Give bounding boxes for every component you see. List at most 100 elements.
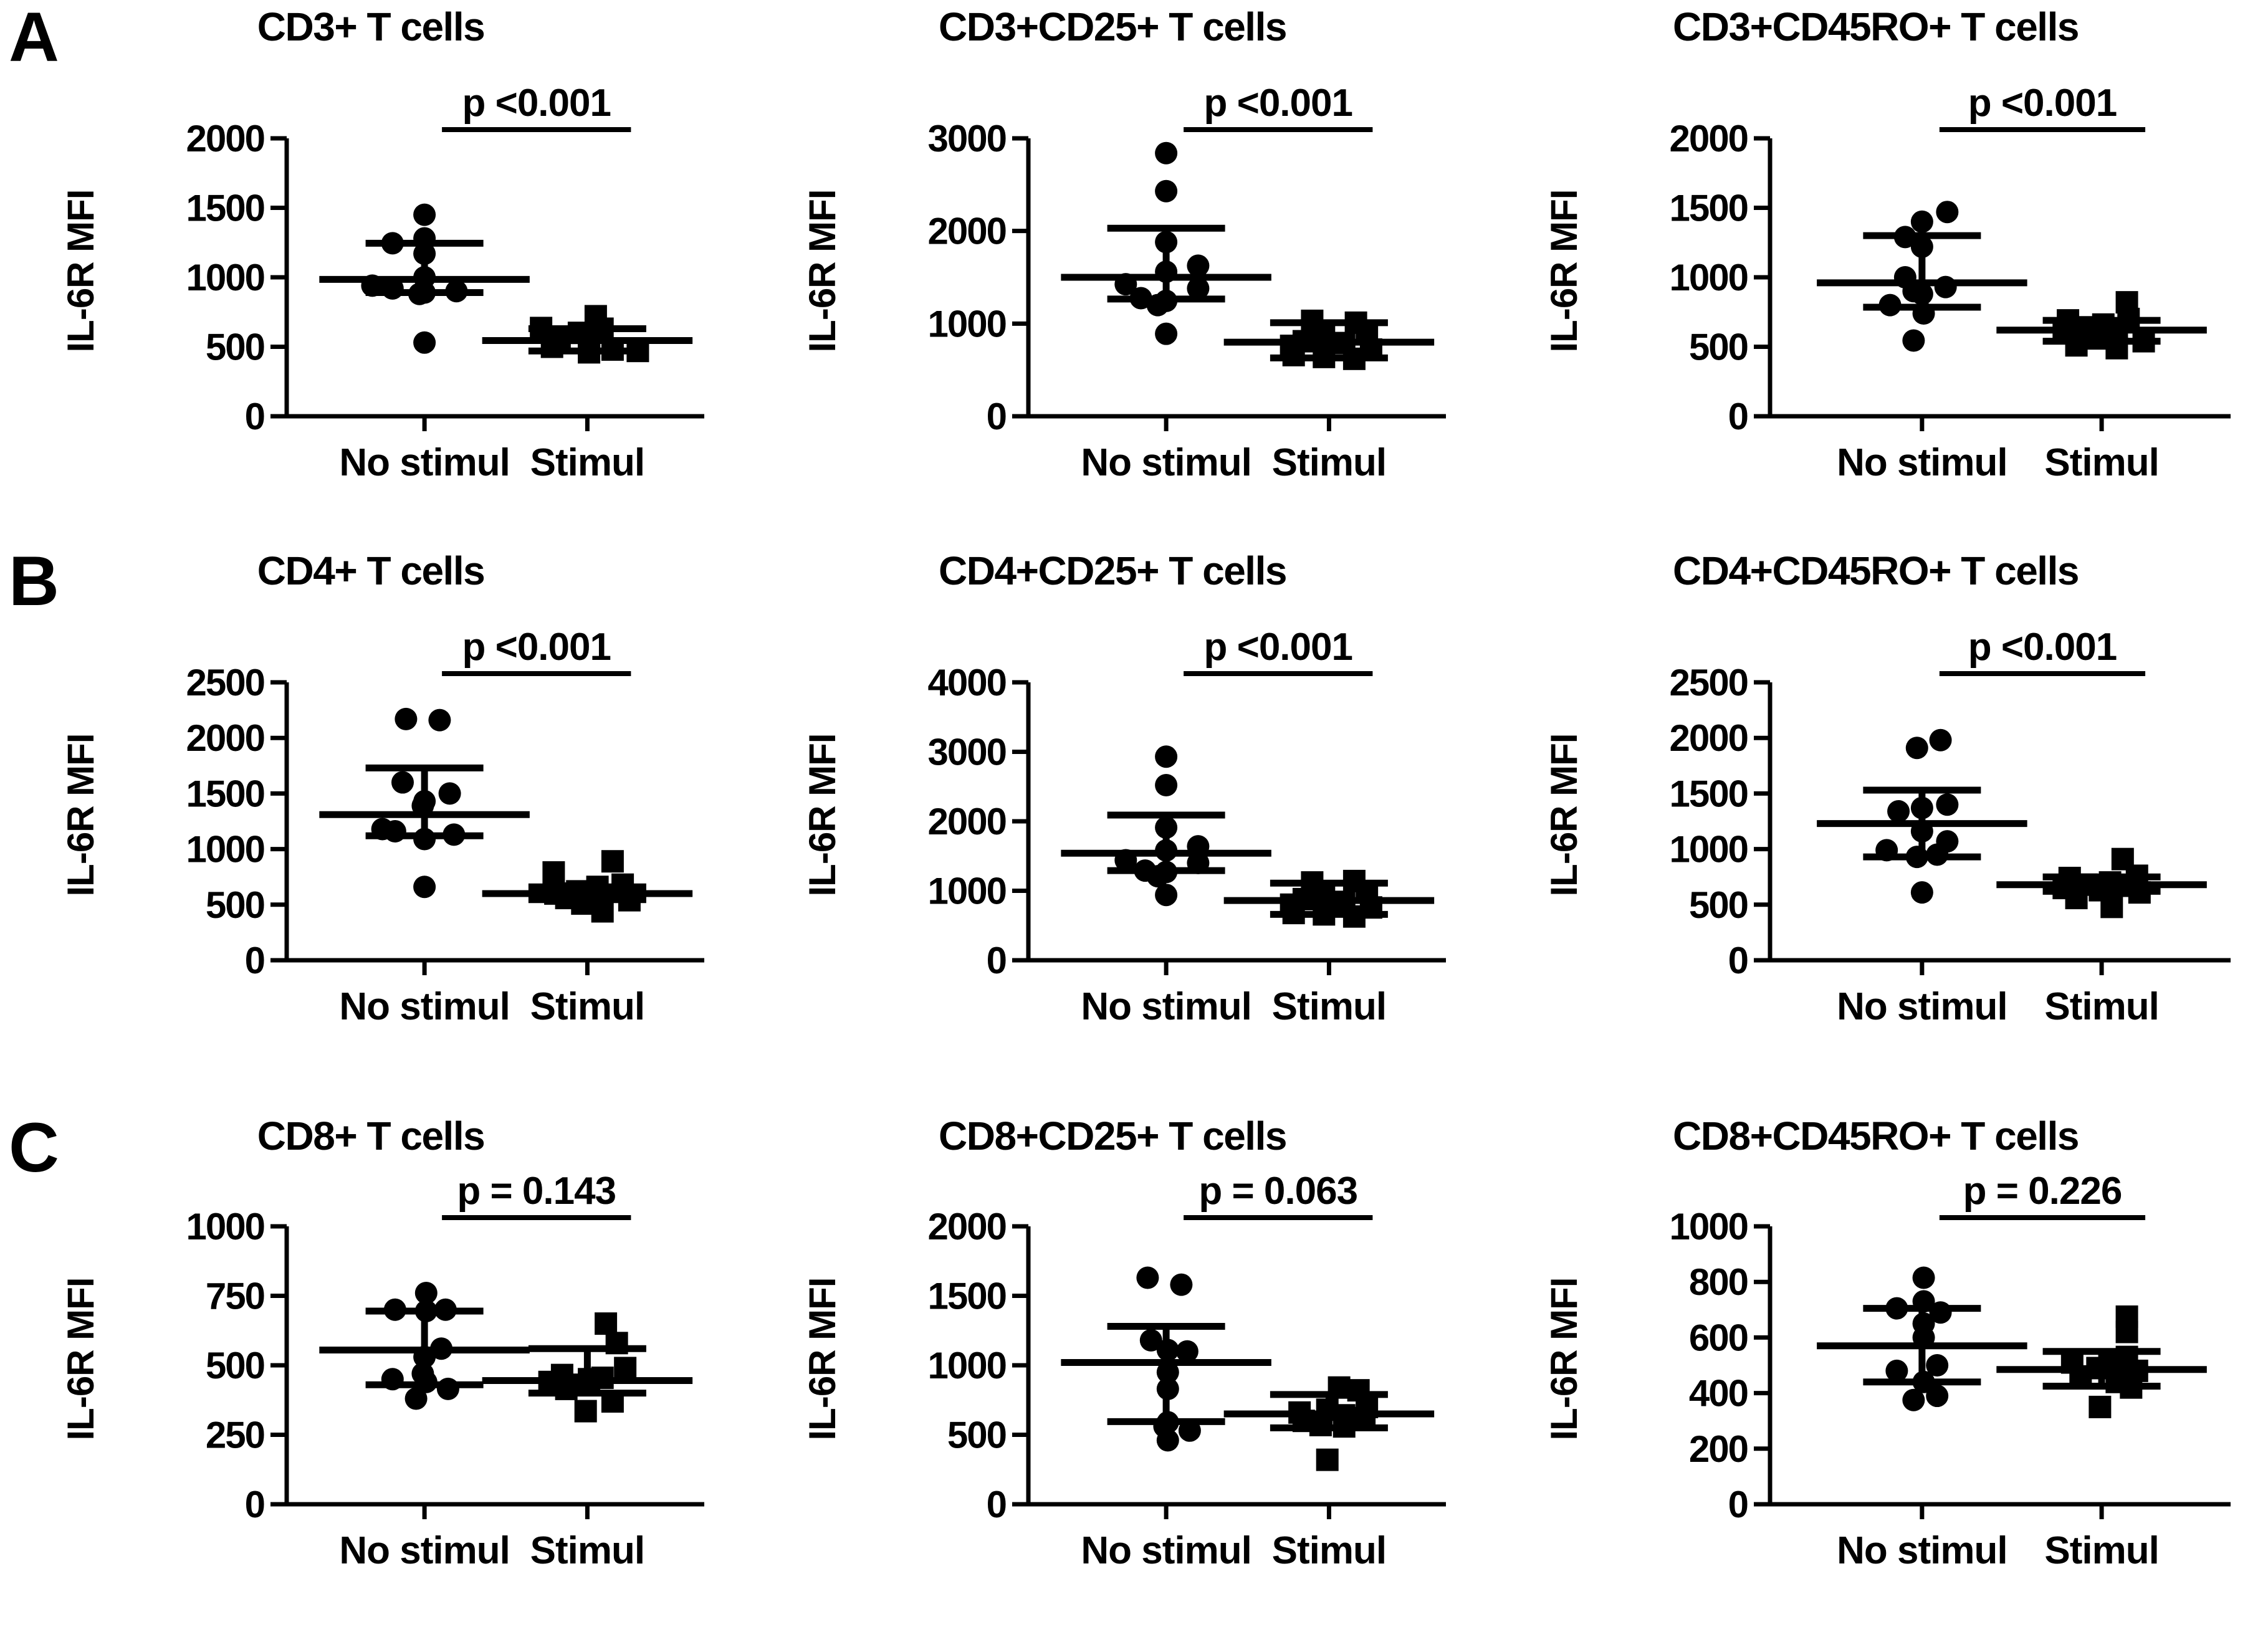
y-axis-tick-label: 1000 [928,303,1006,345]
y-axis-title: IL-6R MFI [60,1278,102,1441]
axis-lines [1768,138,2231,419]
category-label: No stimul [1081,441,1251,484]
data-point-square [1313,903,1336,926]
data-point-circle [445,280,468,303]
data-point-square [1309,1413,1332,1436]
data-point-circle [1129,287,1152,310]
p-value-label: p <0.001 [462,626,611,669]
data-point-circle [1155,816,1178,839]
data-point-square [555,1377,578,1400]
data-point-circle [413,242,436,265]
y-axis-tick-label: 2000 [1670,717,1748,759]
y-axis-title: IL-6R MFI [1543,190,1585,353]
data-point-circle [1155,774,1178,797]
data-point-circle [1155,179,1178,203]
category-label: Stimul [1272,441,1386,484]
data-point-circle [1929,1301,1952,1324]
category-label: No stimul [1081,985,1251,1028]
data-point-square [2115,1320,2138,1343]
y-axis-tick-label: 0 [245,1484,264,1525]
data-point-circle [1187,254,1210,277]
data-point-circle [438,782,461,805]
data-point-circle [1910,210,1933,233]
y-axis-tick-label: 1000 [928,1345,1006,1386]
y-axis-tick-label: 1000 [186,1206,264,1248]
data-point-circle [1910,796,1933,819]
data-point-square [595,1312,618,1335]
data-point-circle [443,823,466,846]
panel-title: CD8+CD25+ T cells [939,1114,1287,1158]
category-label: Stimul [530,1529,644,1572]
data-point-circle [361,274,384,297]
y-axis-tick-label: 2500 [1670,662,1748,704]
y-axis-tick-label: 2000 [186,717,264,759]
data-point-circle [1155,231,1178,254]
axis-lines [1026,682,1446,963]
data-point-square [1328,1376,1351,1399]
p-value-label: p = 0.143 [457,1170,616,1213]
data-point-circle [414,1300,438,1323]
data-point-square [1342,347,1366,370]
category-label: Stimul [1272,1529,1386,1572]
data-point-circle [413,876,436,899]
data-point-square [618,889,641,912]
y-axis-tick-label: 1000 [1670,829,1748,871]
y-axis-tick-label: 400 [1689,1373,1748,1415]
category-label: Stimul [2044,441,2158,484]
data-point-square [1313,883,1336,906]
data-point-circle [383,1298,406,1321]
category-label: No stimul [339,1529,509,1572]
y-axis-tick-label: 250 [206,1415,264,1456]
panel-title: CD8+ T cells [257,1114,486,1158]
category-label: No stimul [1837,441,2007,484]
y-axis-tick-label: 500 [1689,327,1748,368]
panel-title: CD3+ T cells [257,4,486,49]
data-point-circle [1187,835,1210,858]
y-axis-tick-label: 0 [1728,1484,1748,1525]
p-value-label: p <0.001 [462,82,611,125]
y-axis-tick-label: 0 [245,940,264,981]
category-label: No stimul [339,985,509,1028]
p-value-label: p <0.001 [1204,82,1352,125]
y-axis-tick-label: 500 [206,884,264,926]
row-letter-c: C [9,1109,59,1186]
y-axis-title: IL-6R MFI [801,734,843,897]
data-point-circle [1910,282,1933,305]
data-point-circle [1155,260,1178,284]
data-point-square [2128,881,2151,904]
axis-lines [284,1226,704,1507]
data-point-circle [1156,1339,1179,1362]
data-point-square [626,340,649,363]
category-label: No stimul [1837,985,2007,1028]
data-point-circle [404,1387,428,1410]
data-point-circle [1902,1388,1925,1411]
data-point-circle [395,707,418,730]
data-point-square [2100,895,2123,919]
data-point-circle [1170,1273,1193,1296]
data-point-circle [414,1282,438,1305]
data-point-circle [1155,745,1178,768]
data-point-circle [1912,1290,1935,1313]
panel-title: CD8+CD45RO+ T cells [1673,1114,2079,1158]
data-point-square [601,338,624,361]
data-point-circle [381,1368,404,1391]
data-point-circle [391,771,414,794]
data-point-circle [1887,799,1910,823]
data-point-square [601,850,624,873]
y-axis-tick-label: 4000 [928,662,1006,704]
category-label: Stimul [2044,1529,2158,1572]
panel-title: CD3+CD25+ T cells [939,4,1287,49]
